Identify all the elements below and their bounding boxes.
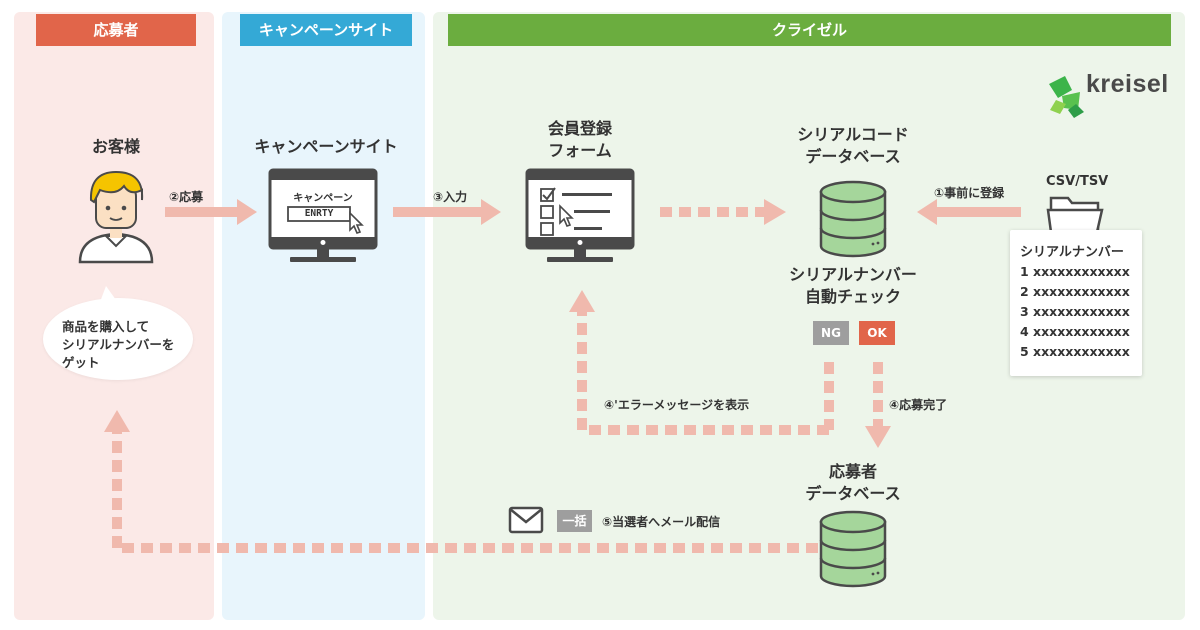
serial-db-label-line1: シリアルコード: [797, 125, 909, 144]
serial-row: 1 xxxxxxxxxxxx: [1020, 264, 1130, 279]
speech-bubble: [43, 298, 193, 380]
serial-row: 4 xxxxxxxxxxxx: [1020, 324, 1130, 339]
serial-row: 3 xxxxxxxxxxxx: [1020, 304, 1130, 319]
serial-code-database-icon: [819, 180, 887, 258]
step-apply-complete-label: ④応募完了: [889, 398, 948, 412]
campaign-site-label: キャンペーンサイト: [254, 137, 398, 156]
speech-bubble-line1: 商品を購入して: [62, 319, 150, 334]
arrow-apply-complete: [865, 362, 891, 448]
serial-number-card: [1010, 230, 1142, 376]
arrow-form-to-db: [660, 199, 786, 225]
form-label: 会員登録 フォーム: [525, 118, 635, 161]
speech-bubble-tail: [100, 286, 116, 302]
step-apply-label: ②応募: [169, 190, 204, 204]
customer-label: お客様: [91, 137, 140, 156]
ok-badge: OK: [859, 321, 895, 345]
campaign-monitor-icon: [268, 168, 378, 262]
kreisel-logo-icon: [1049, 76, 1084, 118]
speech-bubble-line3: ゲット: [62, 355, 100, 371]
arrow-input: [393, 199, 501, 225]
ng-badge: NG: [813, 321, 849, 345]
speech-bubble-text: 商品を購入して シリアルナンバーを ゲット: [62, 318, 192, 372]
arrow-preregister: [917, 199, 1021, 225]
step-input-label: ③入力: [433, 190, 468, 204]
screen-title: キャンペーン: [293, 193, 353, 204]
lane-campaign: [222, 12, 425, 620]
auto-check-label-line1: シリアルナンバー: [789, 265, 917, 284]
arrow-apply: [165, 199, 257, 225]
applicant-db-label-line1: 応募者: [828, 462, 877, 481]
applicant-db-label-line2: データベース: [805, 483, 901, 503]
lane-header-campaign: キャンペーンサイト: [240, 14, 412, 46]
serial-row: 2 xxxxxxxxxxxx: [1020, 284, 1130, 299]
lane-header-kreisel: クライゼル: [448, 14, 1171, 46]
kreisel-logo-text: kreisel: [1086, 70, 1169, 98]
speech-bubble-line2: シリアルナンバーを: [62, 337, 175, 353]
step-mail-delivery-label: ⑤当選者へメール配信: [602, 515, 721, 529]
auto-check-label: シリアルナンバー 自動チェック: [778, 264, 928, 307]
mail-icon: [508, 506, 544, 534]
bulk-badge: 一括: [557, 510, 592, 532]
serial-db-label-line2: データベース: [805, 146, 901, 166]
form-label-line1: 会員登録: [547, 119, 612, 138]
step-error-message-label: ④'エラーメッセージを表示: [604, 398, 750, 412]
auto-check-label-line2: 自動チェック: [804, 286, 901, 306]
applicant-db-label: 応募者 データベース: [783, 461, 923, 504]
folder-icon: [1046, 196, 1104, 234]
applicant-database-icon: [819, 510, 887, 588]
lane-header-applicant: 応募者: [36, 14, 196, 46]
arrow-error-message: [569, 290, 834, 435]
serial-db-label: シリアルコード データベース: [783, 124, 923, 167]
arrow-mail-delivery: [104, 410, 818, 553]
form-monitor-icon: [525, 168, 635, 262]
csv-tsv-label: CSV/TSV: [1046, 174, 1109, 189]
entry-button[interactable]: ENRTY: [304, 208, 334, 219]
serial-row: 5 xxxxxxxxxxxx: [1020, 344, 1130, 359]
step-preregister-label: ①事前に登録: [934, 186, 1005, 200]
serial-number-card-title: シリアルナンバー: [1020, 245, 1124, 260]
customer-avatar-icon: [78, 170, 154, 264]
form-label-line2: フォーム: [548, 140, 612, 160]
